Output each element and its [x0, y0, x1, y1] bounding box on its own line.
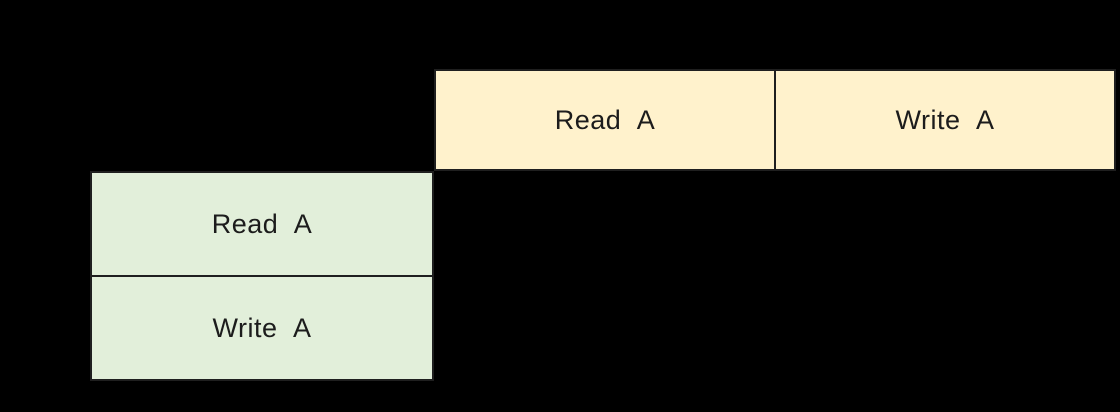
- operation-box-read-a-top: Read A: [436, 71, 774, 169]
- operation-box-read-a-bottom: Read A: [92, 173, 432, 275]
- operation-label-write-a-top: Write A: [895, 104, 995, 135]
- operation-box-write-a-bottom: Write A: [92, 275, 432, 379]
- operation-label-read-a-top: Read A: [554, 104, 656, 135]
- operation-box-write-a-top: Write A: [774, 71, 1114, 169]
- schedule-track-bottom-left: Read A Write A: [90, 171, 434, 381]
- operation-label-write-a-bottom: Write A: [212, 312, 312, 343]
- operation-label-read-a-bottom: Read A: [211, 208, 313, 239]
- schedule-track-top-right: Read A Write A: [434, 69, 1116, 171]
